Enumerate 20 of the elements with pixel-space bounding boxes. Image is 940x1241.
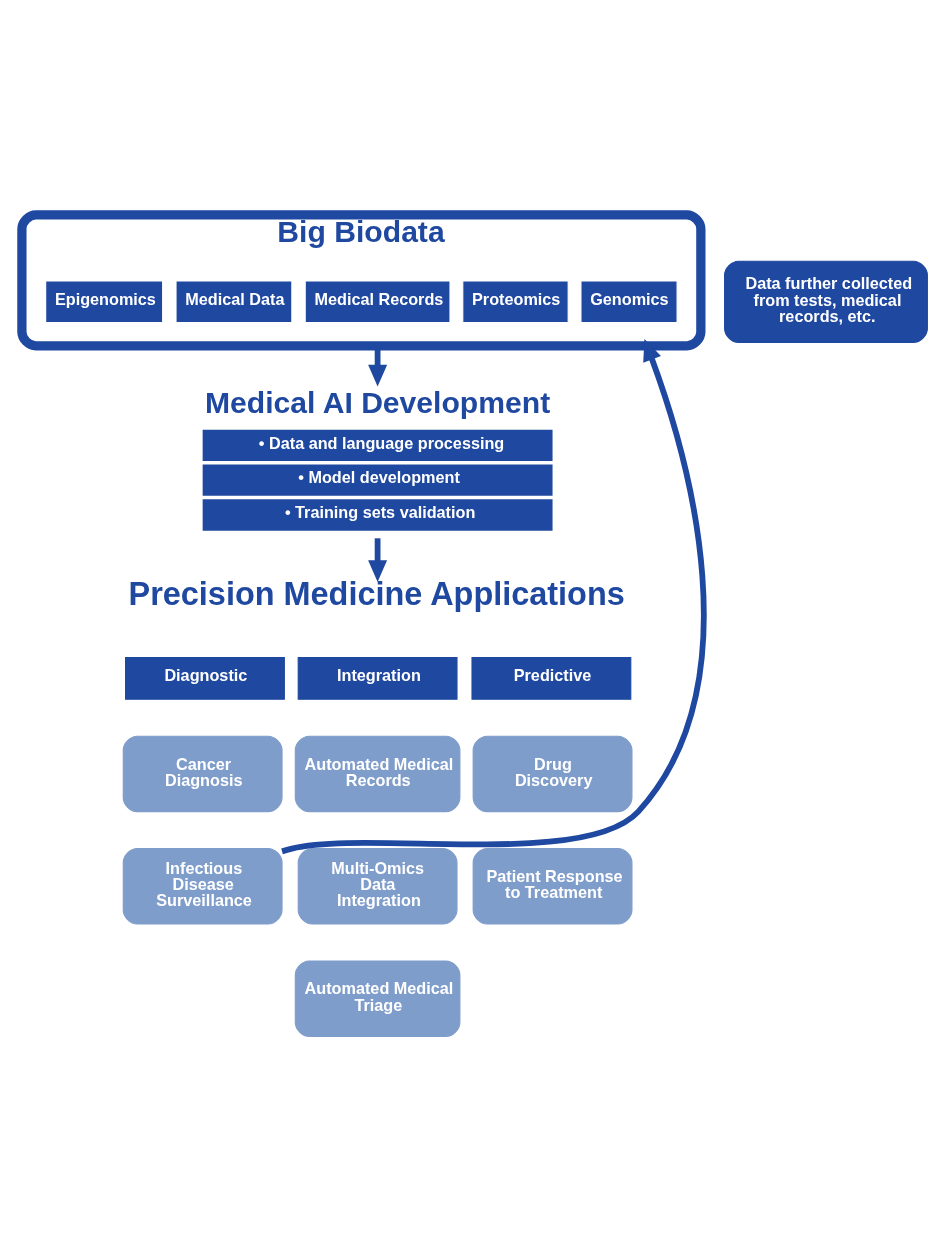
arrow [281,338,707,854]
node-box: Medical Data [175,279,293,323]
node-label: Medical AI Development [204,385,551,419]
node-box: Integration [297,656,458,700]
node-box: Data further collected from tests, medical records, etc. [724,260,928,343]
node-box: Automated Medical Triage [294,959,461,1037]
node-box: Predictive [471,656,632,700]
node-box: Proteomics [462,279,569,323]
node-box: Patient Response to Treatment [472,847,633,925]
node-box: Automated Medical Records [294,735,461,812]
node-box: Infectious Disease Surveillance [122,847,283,925]
arrow [368,537,388,582]
node-box: Epigenomics [45,279,164,323]
node-box: Genomics [580,279,678,323]
node-box: Cancer Diagnosis [122,735,283,812]
node-box: Diagnostic [125,656,285,700]
node-box: Multi-Omics Data Integration [297,847,458,925]
node-box: Drug Discovery [472,735,633,812]
node-text: Precision Medicine Applications [128,575,625,612]
node-box: Medical Records [304,279,451,323]
